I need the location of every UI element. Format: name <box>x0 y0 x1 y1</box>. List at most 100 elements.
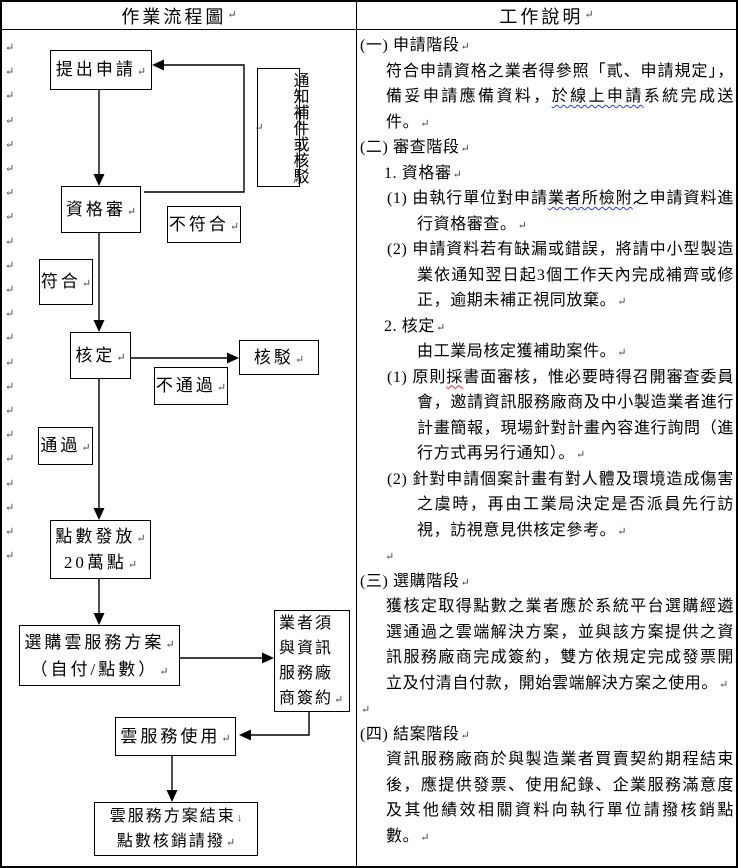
pilcrow-mark: ↵ <box>5 163 15 176</box>
flow-box-points-line2: 20萬點 <box>63 552 127 572</box>
work-paragraph: (二) 審查階段↵ <box>360 135 734 161</box>
pilcrow-mark: ↵ <box>5 429 15 442</box>
pilcrow-mark: ↵ <box>5 138 15 151</box>
flow-box-end-line2: 點數核銷請撥 <box>116 833 225 850</box>
flow-label-not-conforming: 不符合↵ <box>167 206 241 243</box>
pilcrow-mark: ↵ <box>617 525 627 538</box>
margin-pilcrows: ↵↵↵↵↵↵↵↵↵↵↵↵↵↵↵↵↵↵↵↵↵↵ <box>5 36 14 568</box>
paragraph-text: 書面審核，惟必要時得召開審查委員會，邀請資訊服務廠商及中小製造業者進行計畫簡報，… <box>417 368 734 463</box>
flow-label-passed-text: 通過 <box>40 436 81 455</box>
pilcrow-mark: ↵ <box>420 831 430 844</box>
pilcrow-mark: ↵ <box>460 576 470 589</box>
pilcrow-mark: ↵ <box>5 284 15 297</box>
flow-box-notify-label: 通知補件或核駁 <box>290 71 308 184</box>
flow-box-rejection-label: 核駁 <box>253 347 294 367</box>
flow-box-cloud-use-label: 雲服務使用 <box>120 726 221 746</box>
flow-box-rejection: 核駁↵ <box>239 340 319 375</box>
pilcrow-mark: ↵ <box>5 501 15 514</box>
paragraph-text: (2) 針對申請個案計畫有對人體及環境造成傷害之虞時，再由工業局決定是否派員先行… <box>387 470 734 539</box>
flow-box-points-issuance: 點數發放↵ 20萬點↵ <box>50 520 151 579</box>
work-paragraph: 由工業局核定獲補助案件。↵ <box>417 339 734 365</box>
work-paragraph: (2) 申請資料若有缺漏或錯誤，將請中小型製造業依通知翌日起3個工作天內完成補齊… <box>387 237 734 314</box>
pilcrow-mark: ↵ <box>452 168 462 181</box>
pilcrow-mark: ↵ <box>460 143 470 155</box>
pilcrow-mark: ↵ <box>294 353 305 366</box>
work-paragraph: (2) 針對申請個案計畫有對人體及環境造成傷害之虞時，再由工業局決定是否派員先行… <box>387 467 734 544</box>
work-paragraph: (一) 申請階段↵ <box>360 33 734 59</box>
pilcrow-mark: ↵ <box>617 347 627 359</box>
pilcrow-mark: ↵ <box>576 449 586 461</box>
pilcrow-mark: ↵ <box>5 550 15 563</box>
pilcrow-mark: ↵ <box>5 187 15 200</box>
flowchart-title: 作業流程圖 <box>121 6 227 27</box>
work-paragraph: (三) 選購階段↵ <box>360 569 734 595</box>
flow-box-qualify-label: 資格審 <box>65 199 126 219</box>
paragraph-text: (1) 由執行單位對申請 <box>387 190 548 207</box>
paragraph-text: 1. 資格審 <box>384 164 452 182</box>
pilcrow-mark: ↵ <box>229 220 240 233</box>
pilcrow-mark: ↵ <box>5 90 15 103</box>
pilcrow-mark: ↵ <box>460 729 470 742</box>
pilcrow-mark: ↵ <box>116 351 126 364</box>
flow-label-not-passed: 不通過↵ <box>154 367 228 405</box>
pilcrow-mark: ↵ <box>5 66 15 79</box>
flow-label-not-conforming-text: 不符合 <box>168 214 229 234</box>
flowchart-column: 作業流程圖 ↵ ↵ ↵ ↵ ↵ ↵ ↵ ↵ ↵ ↵ ↵ ↵ ↵ ↵ ↵ ↵ ↵ ↵ ↵ ↵ ↵ ↵ ↵ <box>2 2 357 866</box>
paragraph-text: (1) 原則 <box>387 368 447 386</box>
flow-box-apply-label: 提出申請 <box>55 60 136 79</box>
work-paragraph: (四) 結案階段↵ <box>360 722 734 748</box>
work-paragraph: 資訊服務廠商於與製造業者買賣契約期程結束後，應提供發票、使用紀錄、企業服務滿意度… <box>386 747 734 849</box>
flow-box-select-cloud-plan: 選購雲服務方案↵ （自付/點數）↵ <box>19 625 180 686</box>
flow-label-conforming-text: 符合 <box>40 272 81 291</box>
work-paragraph: 2. 核定↵ <box>384 314 734 340</box>
flow-box-plan-end: 雲服務方案結束↓ 點數核銷請撥↵ <box>94 802 258 856</box>
paragraph-text: (2) 申請資料若有缺漏或錯誤，將請中小型製造業依通知翌日起3個工作天內完成補齊… <box>387 241 734 309</box>
paragraph-text: 系統完成送件。 <box>386 88 734 131</box>
paragraph-text: 獲核定取得點數之業者應於系統平台選購經遴選通過之雲端解決方案，並與該方案提供之資… <box>386 598 734 692</box>
flow-box-end-line1: 雲服務方案結束 <box>109 808 236 825</box>
pilcrow-mark: ↵ <box>5 453 15 466</box>
pilcrow-mark: ↵ <box>460 41 470 53</box>
work-paragraphs: (一) 申請階段↵符合申請資格之業者得參照「貳、申請規定」，備妥申請應備資料，於… <box>359 33 734 849</box>
pilcrow-mark: ↵ <box>227 9 237 21</box>
flow-label-passed: 通過↵ <box>38 427 93 465</box>
work-paragraph: 1. 資格審↵ <box>384 161 734 187</box>
work-description-column: 工作說明 ↵ (一) 申請階段↵符合申請資格之業者得參照「貳、申請規定」，備妥申… <box>357 2 736 866</box>
flow-box-approval: 核定↵ <box>70 332 131 379</box>
column-header-work: 工作說明 ↵ <box>357 2 736 30</box>
pilcrow-mark: ↵ <box>5 526 15 539</box>
column-header-flowchart: 作業流程圖 ↵ <box>2 2 356 30</box>
flow-label-not-passed-text: 不通過 <box>155 376 216 395</box>
flow-label-conforming: 符合↵ <box>39 259 93 305</box>
spellcheck-underlined-text: 於線上申請 <box>551 88 644 105</box>
pilcrow-mark: ↵ <box>420 117 430 130</box>
flow-box-cloud-service-use: 雲服務使用↵ <box>115 717 236 756</box>
pilcrow-mark: ↵ <box>361 704 371 716</box>
pilcrow-mark: ↵ <box>719 678 729 691</box>
pilcrow-mark: ↵ <box>584 9 594 21</box>
work-paragraph: 獲核定取得點數之業者應於系統平台選購經遴選通過之雲端解決方案，並與該方案提供之資… <box>386 594 734 696</box>
flow-box-qualification-review: 資格審↵ <box>61 186 141 233</box>
spellcheck-underlined-text: 採 <box>446 368 464 386</box>
paragraph-text: 資訊服務廠商於與製造業者買賣契約期程結束後，應提供發票、使用紀錄、企業服務滿意度… <box>386 751 734 845</box>
paragraph-text: 由工業局核定獲補助案件。 <box>417 343 617 360</box>
pilcrow-mark: ↵ <box>136 66 147 78</box>
linebreak-mark: ↓ <box>236 812 243 824</box>
pilcrow-mark: ↵ <box>216 382 227 394</box>
pilcrow-mark: ↵ <box>617 296 627 308</box>
pilcrow-mark: ↵ <box>225 837 236 849</box>
paragraph-text: (一) 申請階段 <box>360 37 460 54</box>
paragraph-text: 之申請資料進行資格審查。 <box>417 190 734 233</box>
work-paragraph: (1) 由執行單位對申請業者所檢附之申請資料進行資格審查。↵ <box>387 186 734 237</box>
work-paragraph: ↵ <box>384 543 734 569</box>
pilcrow-mark: ↵ <box>436 321 446 334</box>
pilcrow-mark: ↵ <box>252 121 265 134</box>
paragraph-text: (三) 選購階段 <box>360 572 460 590</box>
paragraph-text: 符合申請資格之業者得參照「貳、申請規定」，備妥申請應備資料， <box>386 62 734 106</box>
flow-box-notify-supplement-or-reject: 通知補件或核駁 ↵ <box>253 68 308 187</box>
pilcrow-mark: ↵ <box>5 356 15 369</box>
pilcrow-mark: ↵ <box>334 694 344 706</box>
pilcrow-mark: ↵ <box>126 205 137 218</box>
spellcheck-underlined-text: 業者所檢附 <box>547 190 633 207</box>
